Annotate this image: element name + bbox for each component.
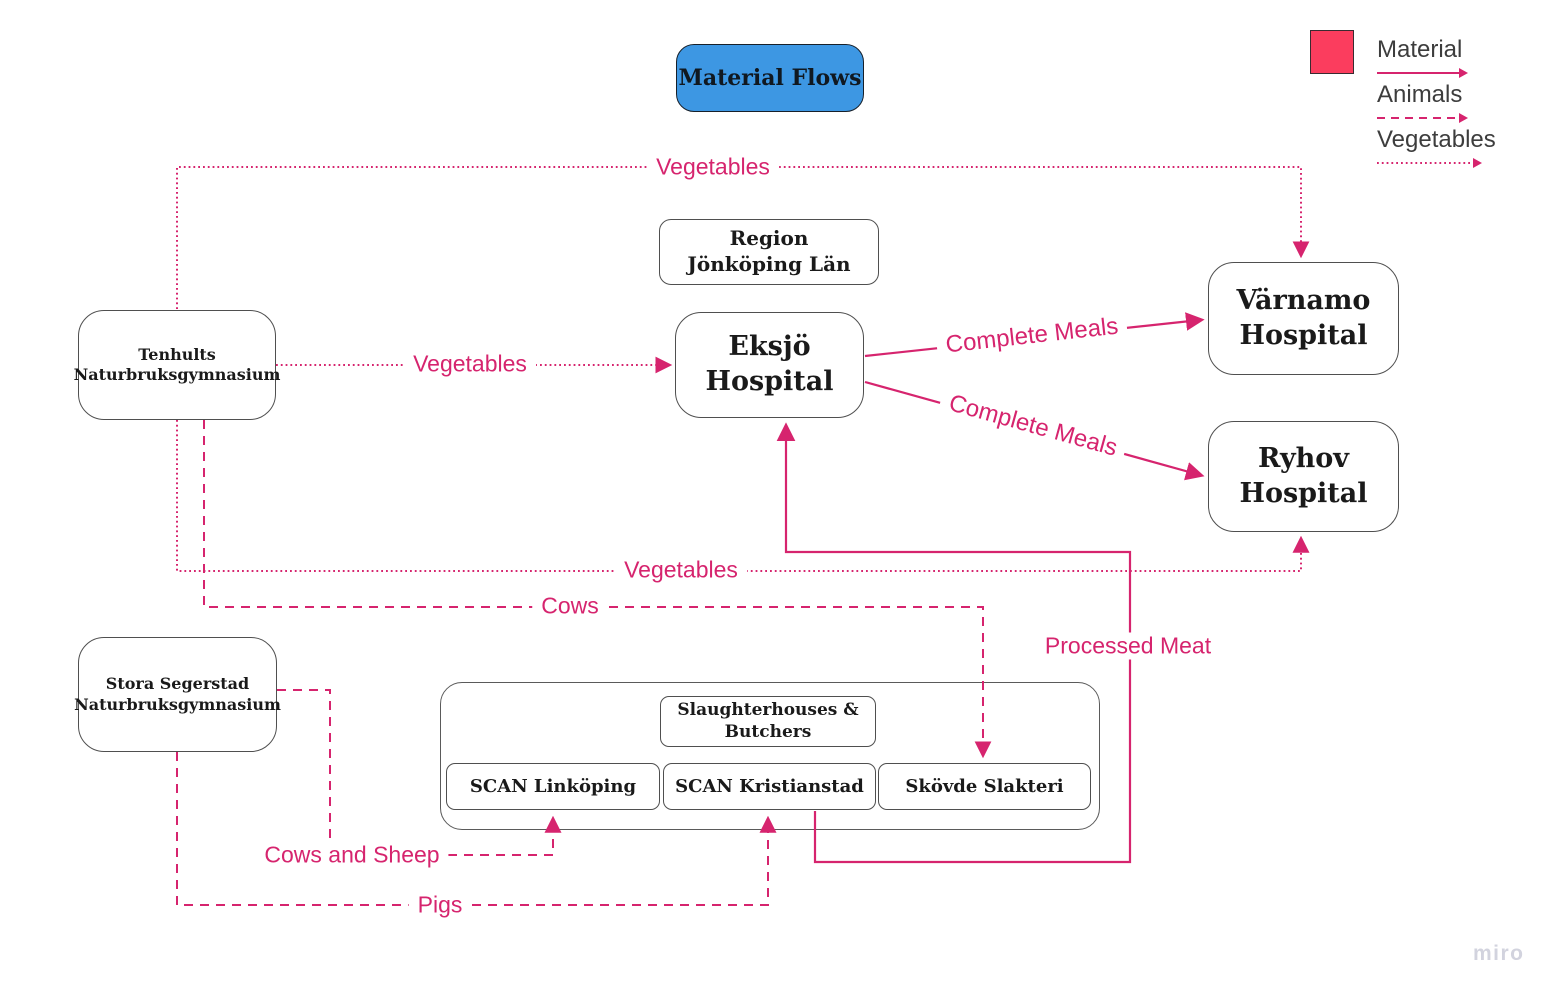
edge-label-pigs[interactable]: Pigs	[408, 891, 472, 919]
edge-label-vegetables-bottom[interactable]: Vegetables	[615, 556, 747, 584]
node-label: Ryhov Hospital	[1239, 442, 1368, 509]
legend-item-animals: Animals	[1377, 83, 1562, 124]
node-varnamo-hospital[interactable]: Värnamo Hospital	[1208, 262, 1399, 375]
legend-label: Vegetables	[1377, 126, 1496, 153]
edge-label-processed-meat[interactable]: Processed Meat	[1035, 632, 1221, 660]
node-eksjo-hospital[interactable]: Eksjö Hospital	[675, 312, 864, 418]
node-ryhov-hospital[interactable]: Ryhov Hospital	[1208, 421, 1399, 532]
edge-vegetables-tenhults-to-ryhov[interactable]	[176, 420, 1310, 572]
legend-color-swatch-icon	[1310, 30, 1354, 74]
diagram-title-shape[interactable]: Material Flows	[676, 44, 864, 112]
node-scan-linkoping[interactable]: SCAN Linköping	[446, 763, 660, 810]
node-label: Värnamo Hospital	[1236, 284, 1371, 351]
node-label: SCAN Kristianstad	[675, 775, 864, 797]
node-label: Eksjö Hospital	[705, 331, 834, 397]
node-label: Stora Segerstad Naturbruksgymnasium	[74, 674, 281, 714]
edge-label-complete-meals-varnamo[interactable]: Complete Meals	[935, 311, 1129, 361]
dashed-arrow-icon	[1377, 113, 1468, 123]
dotted-arrow-icon	[1377, 158, 1482, 168]
miro-logo: miro	[1473, 942, 1525, 965]
legend-item-material: Material	[1377, 38, 1562, 79]
node-tenhults-naturbruksgymnasium[interactable]: Tenhults Naturbruksgymnasium	[74, 310, 280, 420]
edge-label-cows-and-sheep[interactable]: Cows and Sheep	[255, 841, 449, 869]
edge-label-cows[interactable]: Cows	[532, 592, 608, 620]
edge-label-vegetables-top[interactable]: Vegetables	[647, 153, 779, 181]
node-label: Slaughterhouses & Butchers	[677, 699, 859, 742]
edge-label-complete-meals-ryhov[interactable]: Complete Meals	[937, 386, 1129, 466]
edge-label-vegetables-mid[interactable]: Vegetables	[404, 350, 536, 378]
node-scan-kristianstad[interactable]: SCAN Kristianstad	[663, 763, 876, 810]
node-label: Region Jönköping Län	[687, 226, 851, 276]
solid-arrow-icon	[1377, 68, 1468, 78]
node-label: Tenhults Naturbruksgymnasium	[73, 344, 281, 384]
node-label: SCAN Linköping	[469, 775, 637, 797]
legend-label: Animals	[1377, 81, 1463, 108]
node-stora-segerstad-naturbruksgymnasium[interactable]: Stora Segerstad Naturbruksgymnasium	[74, 637, 281, 752]
legend-label: Material	[1377, 36, 1463, 63]
diagram-title: Material Flows	[678, 64, 862, 91]
node-label: Skövde Slakteri	[905, 775, 1064, 797]
node-skovde-slakteri[interactable]: Skövde Slakteri	[878, 763, 1091, 810]
node-region-jonkoping-lan[interactable]: Region Jönköping Län	[659, 219, 879, 285]
legend-item-vegetables: Vegetables	[1377, 128, 1562, 169]
node-slaughterhouses-butchers[interactable]: Slaughterhouses & Butchers	[660, 696, 876, 747]
